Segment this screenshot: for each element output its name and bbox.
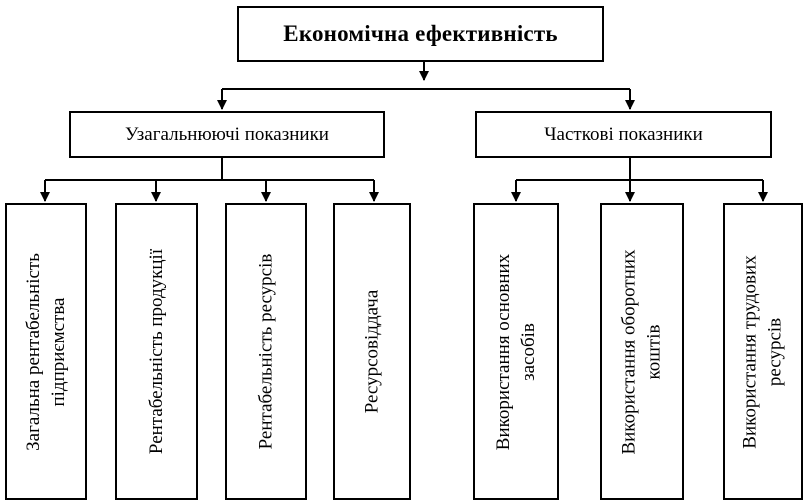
leaf-working-capital-use: Використання оборотних коштів: [600, 203, 684, 500]
leaf-label-line: засобів: [518, 322, 540, 381]
leaf-resource-profitability: Рентабельність ресурсів: [225, 203, 307, 500]
leaf-label-line: Використання трудових: [740, 254, 761, 449]
leaf-resource-return: Ресурсовіддача: [333, 203, 411, 500]
category-general-label: Узагальнюючі показники: [125, 123, 329, 145]
leaf-label-line: Використання оборотних: [619, 248, 640, 455]
leaf-label-line: Ресурсовіддача: [361, 289, 383, 414]
leaf-label-line: ресурсів: [765, 317, 786, 386]
leaf-label-line: Використання основних: [493, 253, 515, 450]
leaf-label-line: Загальна рентабельність: [23, 252, 45, 451]
category-partial-label: Часткові показники: [544, 123, 703, 145]
root-node: Економічна ефективність: [237, 6, 604, 62]
leaf-label-line: Рентабельність продукції: [146, 248, 168, 455]
leaf-fixed-assets-use: Використання основних засобів: [473, 203, 559, 500]
leaf-label-line: підприємства: [48, 296, 70, 407]
leaf-label-line: Рентабельність ресурсів: [255, 253, 277, 450]
leaf-overall-profitability: Загальна рентабельність підприємства: [5, 203, 87, 500]
category-general-indicators: Узагальнюючі показники: [69, 111, 385, 158]
leaf-labor-resources-use: Використання трудових ресурсів: [723, 203, 803, 500]
root-node-label: Економічна ефективність: [283, 21, 558, 46]
category-partial-indicators: Часткові показники: [475, 111, 772, 158]
leaf-product-profitability: Рентабельність продукції: [115, 203, 198, 500]
leaf-label-line: коштів: [644, 324, 665, 379]
